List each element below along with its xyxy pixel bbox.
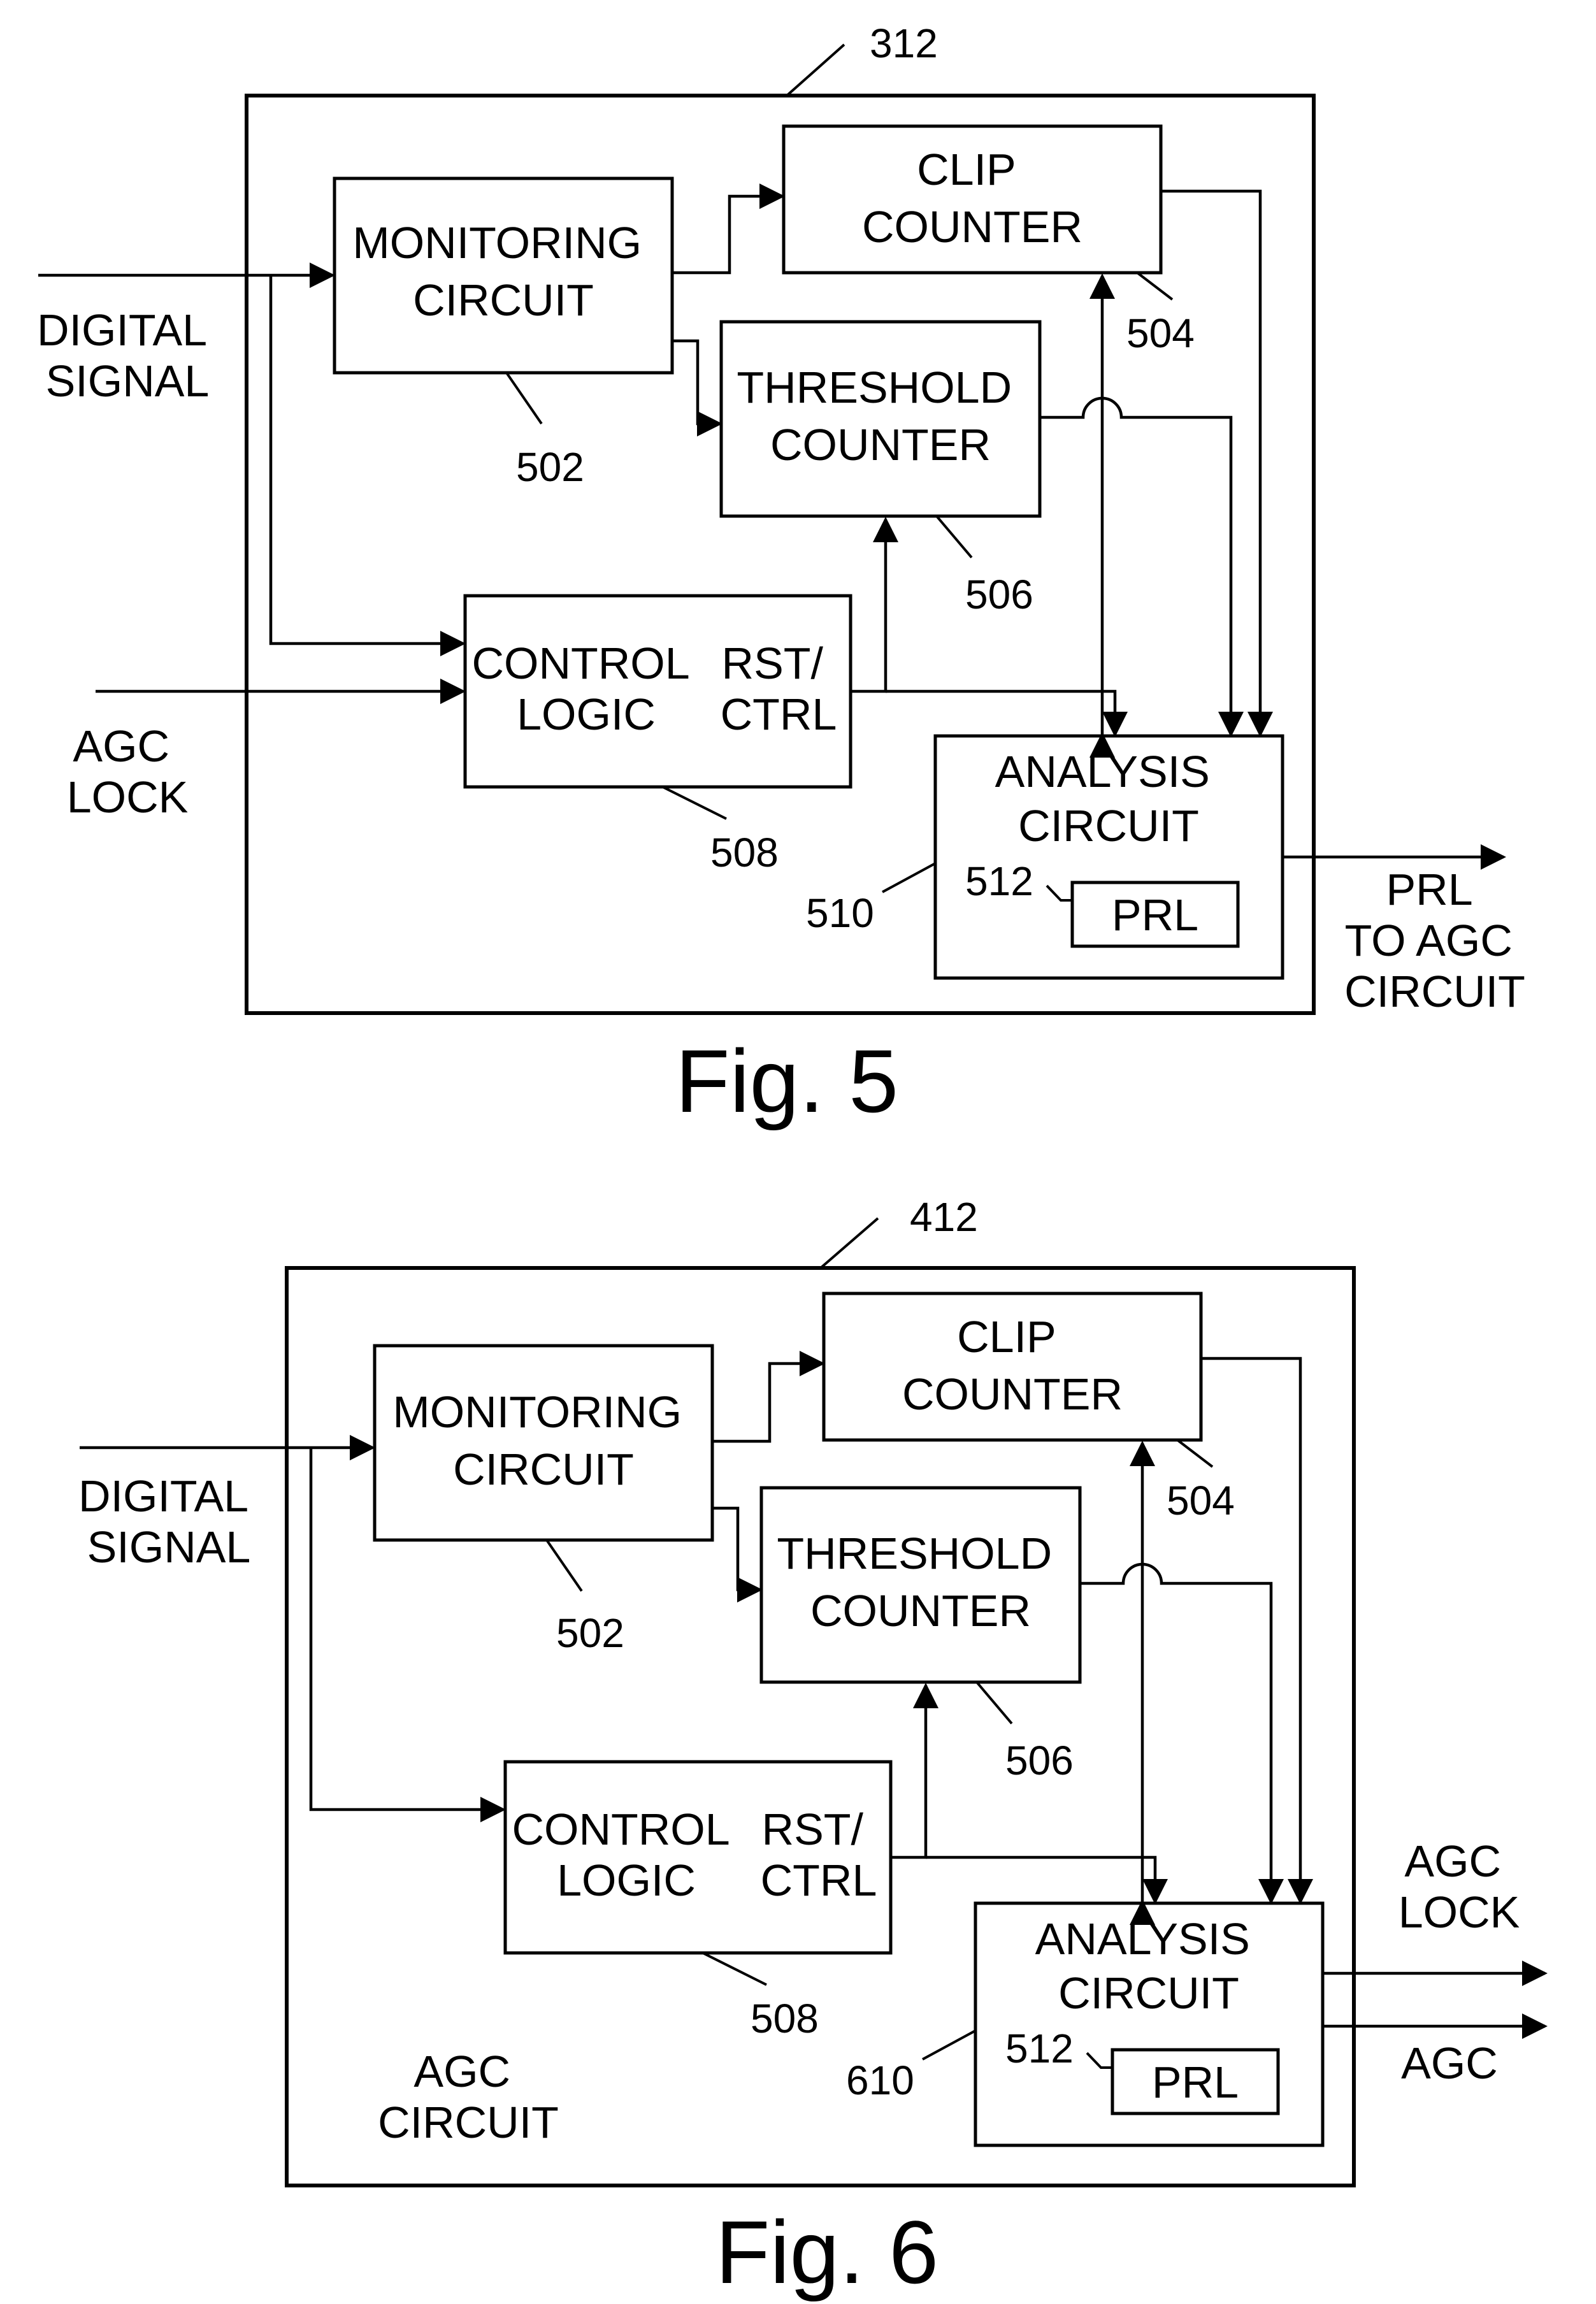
monitoring-circuit-label: MONITORING CIRCUIT: [352, 218, 654, 325]
ctrl-to-threshold-wire: [851, 517, 898, 693]
ctrl-to-threshold-wire-6: [891, 1683, 938, 1859]
clip-counter-label-6: CLIP COUNTER: [902, 1312, 1123, 1419]
monitor-to-clip-wire-6: [712, 1351, 825, 1443]
prl-register-label: PRL: [1112, 890, 1198, 940]
clip-counter-label: CLIP COUNTER: [862, 145, 1082, 252]
figure-6-caption: Fig. 6: [715, 2202, 938, 2302]
ref-512-label-6: 512: [1005, 2026, 1074, 2071]
monitor-to-threshold-wire-6: [712, 1506, 763, 1602]
prl-register-label-6: PRL: [1152, 2057, 1239, 2107]
threshold-to-analysis-wire: [1040, 396, 1244, 737]
agc-lock-output-label: AGC LOCK: [1398, 1836, 1520, 1937]
digital-signal-label-6: DIGITAL SIGNAL: [78, 1471, 259, 1572]
ref-412-leader: [819, 1217, 879, 1269]
agc-output-label: AGC: [1401, 2038, 1498, 2088]
monitor-to-threshold-wire: [672, 339, 723, 436]
ref-506-leader-6: [975, 1681, 1013, 1725]
control-logic-label-6: CONTROL LOGIC: [512, 1804, 740, 1905]
rst-ctrl-port-label: RST/ CTRL: [721, 638, 837, 739]
ref-506-leader: [935, 515, 973, 559]
ctrl-to-analysis-wire: [886, 689, 1128, 737]
ref-510-label: 510: [806, 890, 874, 936]
monitoring-circuit-block-6: [373, 1344, 714, 1542]
ref-506-label-6: 506: [1005, 1738, 1074, 1783]
ref-508-label: 508: [710, 830, 779, 875]
digital-signal-label: DIGITAL SIGNAL: [37, 305, 218, 406]
rst-ctrl-port-label-6: RST/ CTRL: [761, 1804, 877, 1905]
ref-504-leader: [1136, 271, 1174, 301]
clip-to-analysis-wire-6: [1201, 1357, 1313, 1904]
ref-510-leader: [882, 862, 936, 893]
ctrl-to-analysis-wire-6: [926, 1855, 1168, 1904]
ref-504-label-6: 504: [1167, 1478, 1235, 1523]
analysis-circuit-label: ANALYSIS CIRCUIT: [995, 747, 1223, 851]
block-412-outline: [285, 1266, 1356, 2187]
threshold-counter-label: THRESHOLD COUNTER: [737, 363, 1024, 470]
figure-5: 312 DIGITAL SIGNAL AGC LOCK MONITORING C…: [37, 20, 1525, 1131]
ref-512-leader: [1046, 884, 1072, 902]
monitoring-circuit-label-6: MONITORING CIRCUIT: [392, 1387, 694, 1494]
ref-610-label: 610: [846, 2057, 914, 2103]
clip-to-analysis-wire: [1161, 189, 1273, 737]
ref-502-label-6: 502: [556, 1610, 624, 1656]
ref-512-label: 512: [965, 858, 1033, 904]
figure-5-caption: Fig. 5: [675, 1031, 898, 1131]
prl-output-label: PRL TO AGC CIRCUIT: [1344, 865, 1525, 1016]
agc-circuit-block-label: AGC CIRCUIT: [378, 2047, 559, 2147]
ref-508-leader-6: [702, 1952, 767, 1986]
agc-lock-label: AGC LOCK: [67, 721, 189, 822]
block-312-outline: [245, 94, 1316, 1015]
monitor-to-clip-wire: [672, 184, 785, 275]
ref-512-leader-6: [1086, 2052, 1112, 2069]
analysis-circuit-label-6: ANALYSIS CIRCUIT: [1035, 1914, 1263, 2018]
ref-506-label: 506: [965, 572, 1033, 617]
ref-508-leader: [662, 786, 727, 820]
digital-to-control-wire: [269, 275, 466, 656]
ref-412-label: 412: [910, 1194, 978, 1240]
ref-610-leader: [922, 2029, 976, 2061]
threshold-to-analysis-wire-6: [1080, 1562, 1284, 1904]
ref-504-label: 504: [1126, 310, 1195, 356]
threshold-counter-label-6: THRESHOLD COUNTER: [777, 1529, 1064, 1636]
ref-508-label-6: 508: [751, 1996, 819, 2041]
monitoring-circuit-block: [333, 176, 674, 375]
digital-to-control-wire-6: [309, 1448, 506, 1822]
ref-502-leader: [505, 371, 543, 425]
analysis-circuit-block-6: [974, 1901, 1325, 2147]
prl-register-block: [1070, 881, 1240, 948]
threshold-counter-block: [719, 320, 1042, 518]
ref-312-leader: [786, 43, 845, 97]
ref-502-label: 502: [516, 444, 584, 490]
figure-6: 412 DIGITAL SIGNAL MONITORING CIRCUIT 50…: [78, 1194, 1548, 2302]
ref-502-leader-6: [545, 1539, 583, 1592]
ref-504-leader-6: [1176, 1439, 1214, 1468]
control-logic-label: CONTROL LOGIC: [471, 638, 700, 739]
prl-register-block-6: [1111, 2048, 1280, 2115]
threshold-counter-block-6: [759, 1486, 1082, 1684]
ref-312-label: 312: [870, 20, 938, 66]
